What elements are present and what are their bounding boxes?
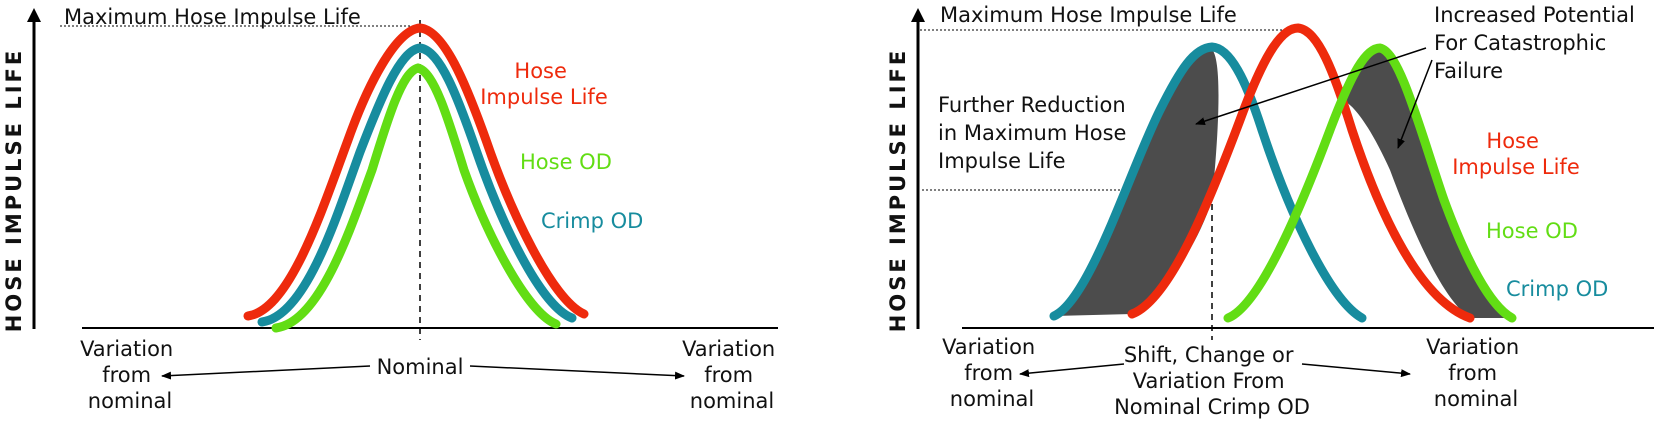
right-legend-hose-impulse-life: Hose Impulse Life — [1452, 129, 1580, 179]
left-arrow-left — [161, 365, 371, 380]
left-curve-hose-od — [271, 63, 561, 333]
left-legend-crimp-od: Crimp OD — [541, 209, 643, 233]
left-legend-hose-impulse-life: Hose Impulse Life — [480, 59, 608, 109]
right-increased-potential-label: Increased Potential For Catastrophic Fai… — [1434, 3, 1642, 83]
left-legend-hose-od: Hose OD — [520, 150, 612, 174]
left-x-label-left: Variation from nominal — [80, 337, 180, 413]
right-x-label-left: Variation from nominal — [942, 335, 1042, 411]
left-curve-hose-impulse-life — [243, 23, 589, 321]
right-x-label-center: Shift, Change or Variation From Nominal … — [1114, 343, 1310, 419]
right-callout-arrow-right — [1397, 59, 1433, 149]
right-arrow-left — [1019, 363, 1125, 378]
left-arrow-right — [469, 365, 685, 380]
left-x-label-right: Variation from nominal — [682, 337, 782, 413]
right-further-reduction-label: Further Reduction in Maximum Hose Impuls… — [938, 93, 1133, 173]
right-max-life-label: Maximum Hose Impulse Life — [940, 3, 1237, 27]
right-panel: HOSE IMPULSE LIFE Maximum Hose Impulse L… — [886, 3, 1654, 419]
left-y-axis-label: HOSE IMPULSE LIFE — [2, 48, 26, 332]
right-legend-crimp-od: Crimp OD — [1506, 277, 1608, 301]
left-panel: HOSE IMPULSE LIFE Maximum Hose Impulse L… — [2, 5, 782, 413]
right-y-axis-label: HOSE IMPULSE LIFE — [886, 48, 910, 332]
right-curve-hose-od — [1223, 43, 1517, 323]
right-x-label-right: Variation from nominal — [1426, 335, 1526, 411]
right-curve-crimp-od — [1049, 42, 1367, 323]
right-y-axis-arrow — [911, 8, 925, 22]
right-arrow-right — [1301, 363, 1411, 378]
right-curve-hose-impulse-life — [1127, 23, 1475, 323]
left-max-life-label: Maximum Hose Impulse Life — [64, 5, 361, 29]
right-overlap-area-left — [1054, 48, 1219, 316]
right-legend-hose-od: Hose OD — [1486, 219, 1578, 243]
left-x-label-nominal: Nominal — [377, 355, 464, 379]
left-curve-crimp-od — [257, 43, 577, 327]
left-y-axis-arrow — [27, 8, 41, 22]
right-overlap-area-right — [1340, 48, 1512, 318]
right-callout-arrow-left — [1195, 47, 1427, 125]
